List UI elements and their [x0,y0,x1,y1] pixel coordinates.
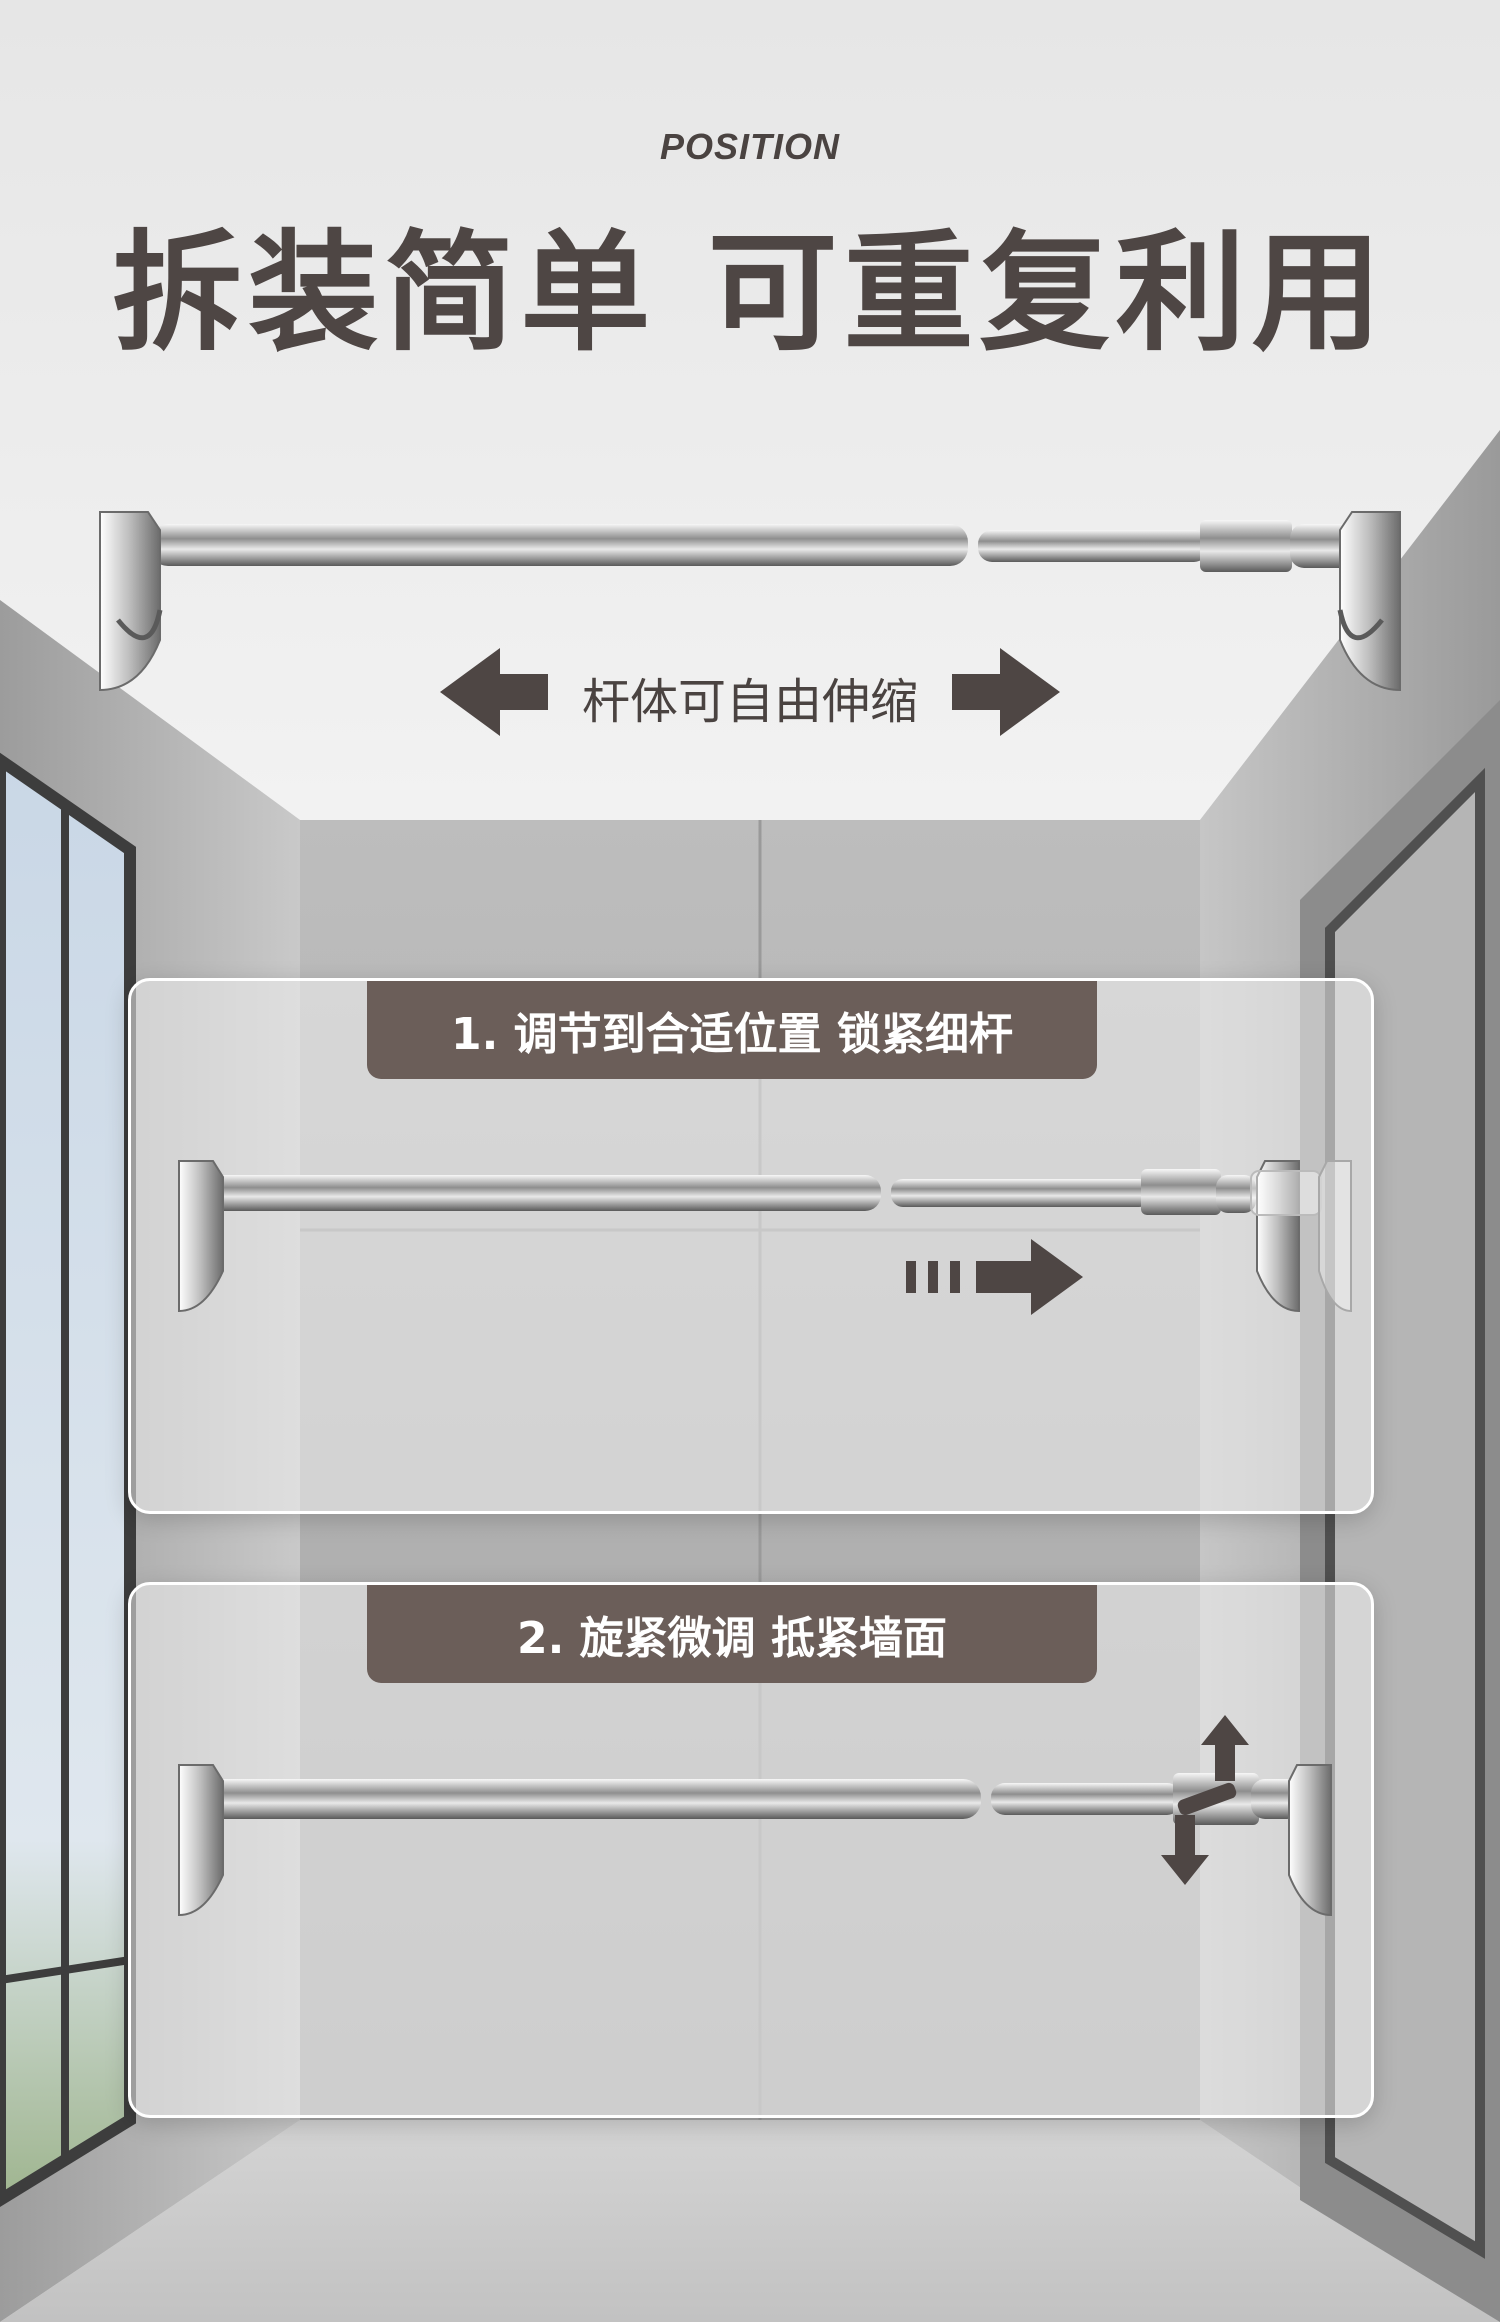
step-2-label: 2. 旋紧微调 抵紧墙面 [367,1585,1097,1683]
rotate-arrow-icon [1161,1715,1249,1885]
step-1-panel: 1. 调节到合适位置 锁紧细杆 [128,978,1374,1514]
step-2-panel: 2. 旋紧微调 抵紧墙面 [128,1582,1374,2118]
brand-logo-text: POSITION [659,126,841,167]
stretch-label: 杆体可自由伸缩 [581,674,918,730]
slide-arrow-icon [906,1239,1083,1315]
arrow-left-icon [440,648,548,736]
page-headline: 拆装简单 可重复利用 [112,217,1388,369]
step-2-rod-illustration [178,1715,1332,1917]
step-1-label: 1. 调节到合适位置 锁紧细杆 [367,981,1097,1079]
step-1-rod-illustration [178,1160,1352,1315]
main-rod [99,511,1401,692]
arrow-right-icon [952,648,1060,736]
